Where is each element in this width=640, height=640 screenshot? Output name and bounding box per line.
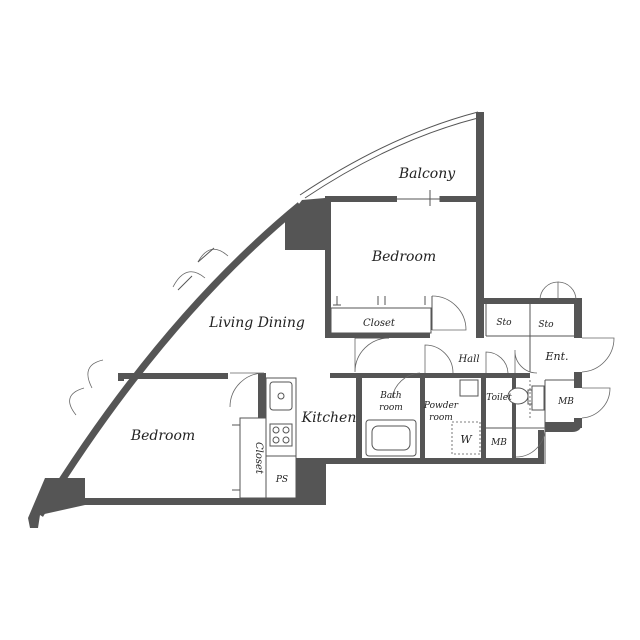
living-dining-label: Living Dining [208, 315, 305, 331]
mb-label-1: MB [557, 397, 574, 407]
washer-label: W [460, 433, 473, 446]
powder-label-line2: room [429, 413, 453, 423]
kitchen-label: Kitchen [301, 410, 357, 426]
fixtures [232, 296, 545, 491]
closet-north-label: Closet [363, 318, 396, 329]
hall-label: Hall [457, 354, 479, 365]
windows [69, 190, 441, 416]
toilet-label: Toilet [486, 393, 512, 403]
storage-label-2: Sto [538, 320, 554, 330]
balcony-label: Balcony [398, 166, 456, 182]
storage-label-1: Sto [496, 318, 512, 328]
curved-facade [37, 111, 479, 517]
bath-label-line1: Bath [379, 391, 401, 401]
mb-label-2: MB [490, 438, 507, 448]
closet-west-label: Closet [253, 442, 264, 475]
powder-label-line1: Powder [423, 401, 459, 411]
door-swings [229, 281, 615, 458]
bedroom-north-label: Bedroom [371, 249, 436, 265]
room-labels: Balcony Bedroom Closet Living Dining Bed… [130, 166, 574, 485]
bath-label-line2: room [379, 403, 403, 413]
entrance-label: Ent. [544, 350, 568, 363]
walls [28, 112, 582, 528]
ps-label: PS [275, 475, 288, 485]
bedroom-west-label: Bedroom [130, 428, 195, 444]
